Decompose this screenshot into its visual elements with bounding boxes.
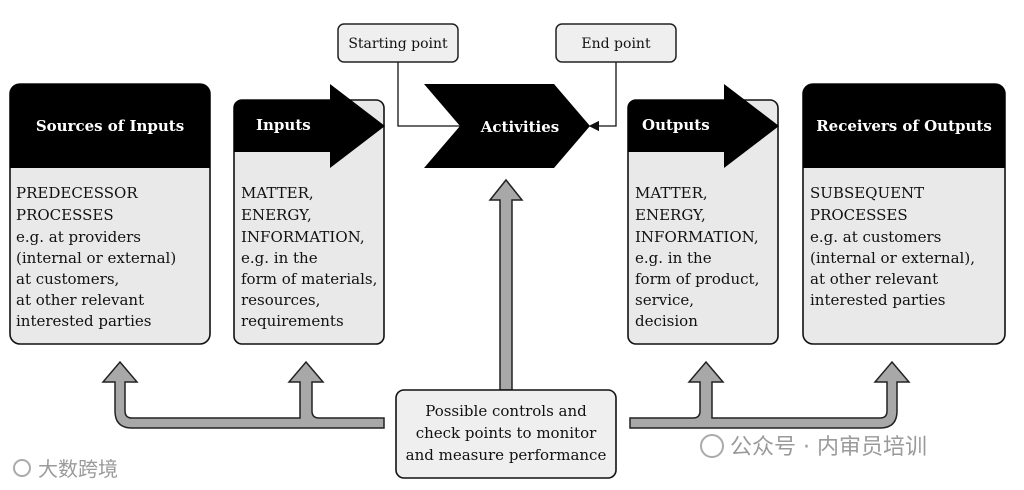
outputs-line-4: e.g. in the: [635, 249, 712, 267]
sources-line-7: interested parties: [16, 312, 152, 330]
outputs-box: Outputs MATTER, ENERGY, INFORMATION, e.g…: [627, 84, 779, 345]
feedback-arrows: [101, 178, 911, 429]
inputs-line-4: e.g. in the: [241, 249, 318, 267]
watermark-left: 大数跨境: [13, 457, 118, 481]
sources-line-2: PROCESSES: [16, 206, 114, 224]
outputs-line-6: service,: [635, 291, 694, 309]
receivers-line-5: at other relevant: [810, 270, 938, 288]
receivers-title: Receivers of Outputs: [816, 117, 992, 135]
starting-point-label: Starting point: [348, 36, 448, 52]
outputs-line-7: decision: [635, 312, 698, 330]
inputs-title: Inputs: [256, 116, 311, 134]
activities-label: Activities: [480, 118, 559, 136]
receivers-of-outputs-box: Receivers of Outputs SUBSEQUENT PROCESSE…: [802, 83, 1006, 345]
sources-of-inputs-box: Sources of Inputs PREDECESSOR PROCESSES …: [9, 83, 211, 345]
receivers-line-4: (internal or external),: [810, 249, 975, 267]
watermark-left-text: 大数跨境: [38, 457, 118, 481]
inputs-box: Inputs MATTER, ENERGY, INFORMATION, e.g.…: [233, 84, 385, 345]
receivers-line-2: PROCESSES: [810, 206, 908, 224]
end-point-label: End point: [581, 36, 651, 52]
inputs-line-2: ENERGY,: [241, 206, 312, 224]
receivers-line-3: e.g. at customers: [810, 228, 941, 246]
end-point-box: End point: [555, 23, 677, 63]
feedback-arrow-right: [629, 360, 911, 429]
controls-to-activities-arrow: [488, 178, 524, 391]
connectors: [397, 62, 617, 132]
sources-title: Sources of Inputs: [36, 117, 184, 135]
activities-chevron: Activities: [424, 84, 590, 168]
controls-line-1: Possible controls and: [425, 402, 587, 420]
sources-line-3: e.g. at providers: [16, 228, 141, 246]
controls-line-3: and measure performance: [406, 446, 607, 464]
outputs-line-2: ENERGY,: [635, 206, 706, 224]
controls-box: Possible controls and check points to mo…: [395, 389, 617, 479]
sources-line-1: PREDECESSOR: [16, 184, 138, 202]
inputs-line-5: form of materials,: [241, 270, 377, 288]
sources-line-4: (internal or external): [16, 249, 176, 267]
inputs-line-3: INFORMATION,: [241, 228, 365, 246]
outputs-line-3: INFORMATION,: [635, 228, 759, 246]
sources-line-5: at customers,: [16, 270, 119, 288]
outputs-title: Outputs: [642, 116, 710, 134]
end-connector: [588, 62, 617, 132]
watermark-right: 公众号 · 内审员培训: [700, 434, 927, 460]
sources-line-6: at other relevant: [16, 291, 144, 309]
inputs-line-6: resources,: [241, 291, 320, 309]
inputs-line-7: requirements: [241, 312, 344, 330]
wechat-icon: [700, 434, 724, 458]
inputs-line-1: MATTER,: [241, 184, 314, 202]
receivers-line-6: interested parties: [810, 291, 946, 309]
outputs-line-1: MATTER,: [635, 184, 708, 202]
watermark-right-text: 公众号 · 内审员培训: [730, 435, 927, 460]
start-connector: [397, 62, 472, 132]
outputs-line-5: form of product,: [635, 270, 759, 288]
receivers-line-1: SUBSEQUENT: [810, 184, 924, 202]
feedback-arrow-left: [101, 360, 385, 429]
starting-point-box: Starting point: [337, 23, 459, 63]
controls-line-2: check points to monitor: [416, 424, 597, 442]
weibo-icon: [13, 459, 31, 477]
